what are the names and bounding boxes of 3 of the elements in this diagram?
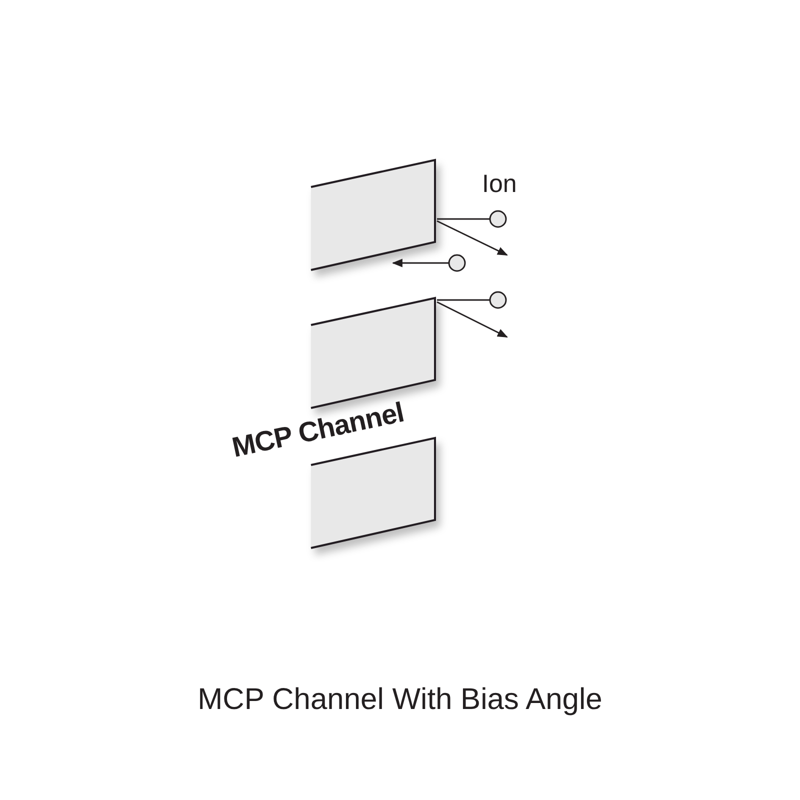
channel-label: MCP Channel [229, 396, 407, 464]
caption: MCP Channel With Bias Angle [196, 683, 604, 717]
ion-label: Ion [482, 170, 517, 199]
